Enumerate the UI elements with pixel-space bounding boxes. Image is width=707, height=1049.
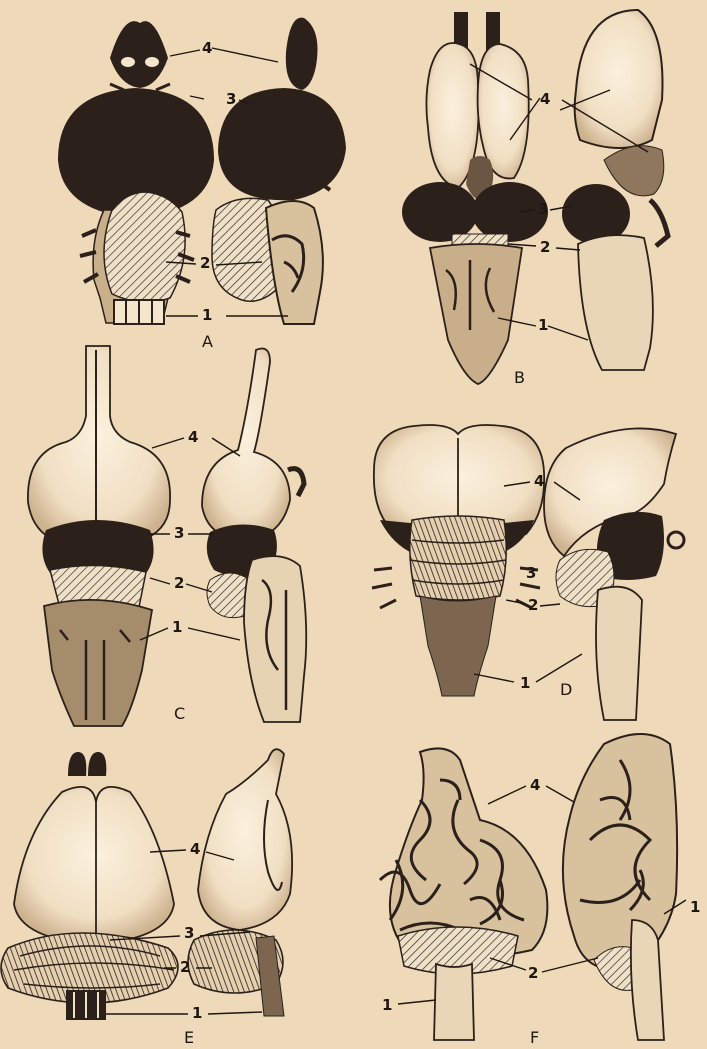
callout-a-3: 3 <box>226 92 236 107</box>
callout-a-1: 1 <box>202 308 212 323</box>
panel-e-drawing <box>1 749 292 1020</box>
callout-f-1-left: 1 <box>382 998 392 1013</box>
panel-label-f: F <box>530 1030 539 1046</box>
panel-a-drawing <box>58 18 346 324</box>
callout-b-2: 2 <box>540 240 550 255</box>
callout-e-4: 4 <box>190 842 200 857</box>
callout-c-2: 2 <box>174 576 184 591</box>
callout-a-4: 4 <box>202 41 212 56</box>
callout-d-3: 3 <box>526 566 536 581</box>
callout-b-3: 3 <box>538 202 548 217</box>
callout-d-1: 1 <box>520 676 530 691</box>
callout-c-4: 4 <box>188 430 198 445</box>
callout-e-2: 2 <box>180 960 190 975</box>
callout-b-4: 4 <box>540 92 550 107</box>
panel-c-drawing <box>28 346 306 726</box>
callout-e-3: 3 <box>184 926 194 941</box>
callout-f-4: 4 <box>530 778 540 793</box>
panel-label-a: A <box>202 334 213 350</box>
callout-b-1: 1 <box>538 318 548 333</box>
callout-c-1: 1 <box>172 620 182 635</box>
callout-a-2: 2 <box>200 256 210 271</box>
callout-e-1: 1 <box>192 1006 202 1021</box>
callout-d-2: 2 <box>528 598 538 613</box>
panel-label-b: B <box>514 370 525 386</box>
panel-b-drawing <box>402 10 668 384</box>
callout-f-1-right: 1 <box>690 900 700 915</box>
panel-label-c: C <box>174 706 185 722</box>
callout-c-3: 3 <box>174 526 184 541</box>
panel-label-d: D <box>560 682 572 698</box>
callout-d-4: 4 <box>534 474 544 489</box>
callout-f-2: 2 <box>528 966 538 981</box>
panel-label-e: E <box>184 1030 194 1046</box>
